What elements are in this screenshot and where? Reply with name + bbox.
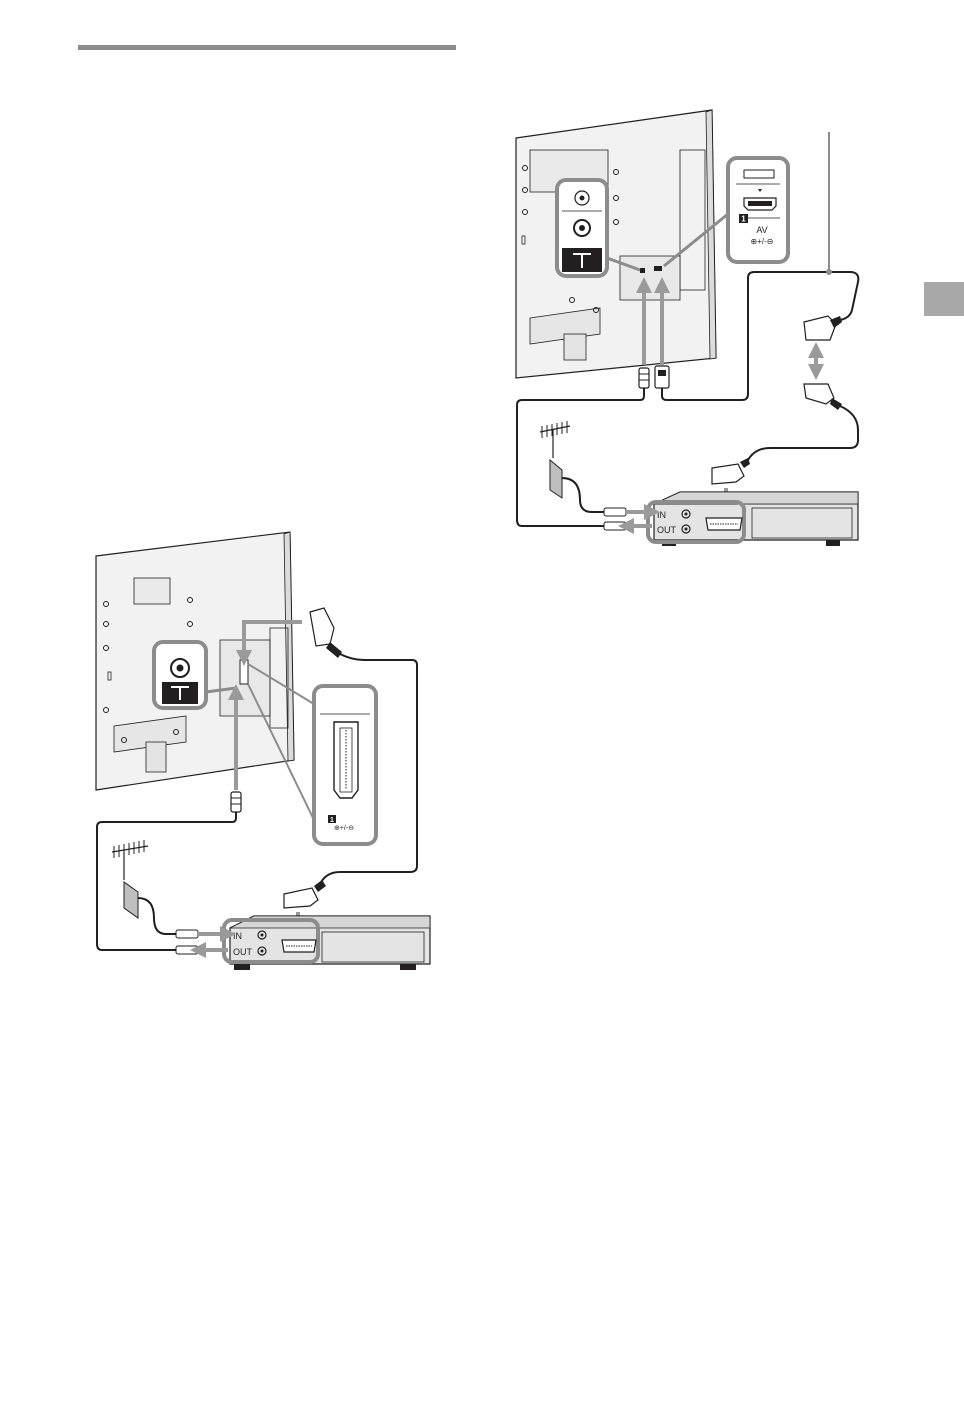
scart-plug-vcr-left [284,880,326,908]
cable-scart-to-vcr-right [748,406,858,460]
diagram-left: 1 ⊕+/-⊖ [96,532,430,970]
coax-plug-left [231,792,241,812]
av-label: AV [756,225,767,235]
vcr-left: IN OUT [224,916,430,970]
coax-plugs-vcr-right [604,508,652,530]
cable-plug-right [655,366,669,388]
tv-back-right [516,110,716,378]
aerial-icon-left [112,840,176,934]
scart-plug-lower-right [804,384,842,410]
av-number-label: 1 [741,215,746,224]
scart-sub-label: ⊕+/-⊖ [334,825,354,832]
scart-plug-tv-left [310,608,342,658]
diagram-right: 1 AV ⊕+/-⊖ [516,110,858,546]
cable-coax-out-left [97,812,236,950]
coax-plugs-vcr-left [176,930,228,954]
vcr-out-label-right: OUT [657,525,677,535]
scart-plug-upper-right [804,316,842,340]
vcr-out-label-left: OUT [233,947,253,957]
vcr-right: IN OUT [648,492,858,546]
side-tab [924,282,964,316]
scart-plug-vcr-right [712,458,750,484]
header-rule [78,45,456,50]
scart-number-label: 1 [330,817,334,824]
vcr-in-label-left: IN [233,931,242,941]
aerial-icon-right [540,421,606,512]
vcr-in-label-right: IN [657,510,666,520]
av-sub-label: ⊕+/-⊖ [751,237,774,246]
coax-plug-right [639,368,649,388]
